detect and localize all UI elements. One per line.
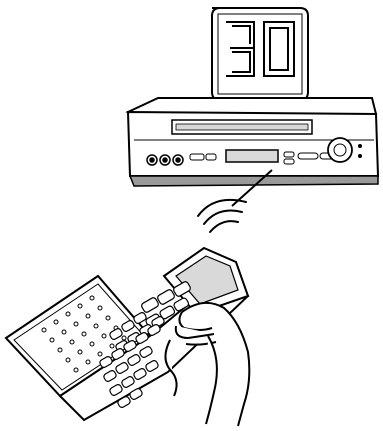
wireless-signal-icon <box>198 200 246 232</box>
front-display-window <box>226 150 278 162</box>
av-jacks <box>147 155 183 165</box>
vcr-unit-icon <box>128 98 378 186</box>
